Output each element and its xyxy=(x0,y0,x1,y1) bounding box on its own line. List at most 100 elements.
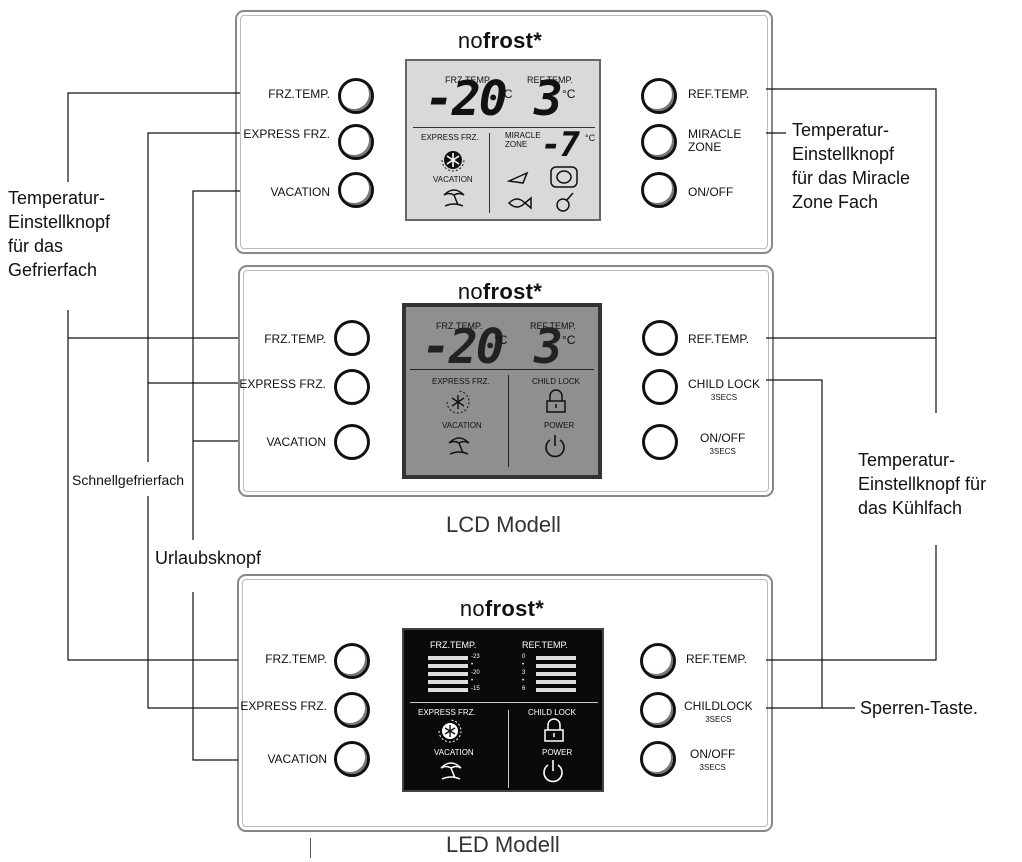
stray-line xyxy=(310,838,311,858)
ref-led-bar-0 xyxy=(536,656,576,660)
frz-led-scale-2: -20 xyxy=(471,670,480,676)
display-divider-lcd xyxy=(410,369,594,370)
power-icon xyxy=(545,435,565,458)
vegetable-icon xyxy=(506,171,529,184)
ref-temp-unit: °C xyxy=(562,87,576,101)
vacation-button-top[interactable] xyxy=(338,172,374,208)
express-frz-label-lcd: EXPRESS FRZ. xyxy=(239,377,326,391)
umbrella-icon xyxy=(440,762,462,780)
ref-temp-label-top: REF.TEMP. xyxy=(688,87,750,101)
express-frz-button-lcd[interactable] xyxy=(334,369,370,405)
meat-icon-selected xyxy=(550,166,578,188)
vacation-button-led[interactable] xyxy=(334,741,370,777)
frz-temp-button-lcd[interactable] xyxy=(334,320,370,356)
express-frz-button-top[interactable] xyxy=(338,124,374,160)
frz-temp-button-top[interactable] xyxy=(338,78,374,114)
umbrella-icon xyxy=(448,437,470,455)
frz-led-bar-4 xyxy=(428,688,468,692)
annotation-lock: Sperren-Taste. xyxy=(860,698,979,718)
express-frz-display-label-lcd: EXPRESS FRZ. xyxy=(432,377,490,386)
ref-temp-value: 3 xyxy=(534,71,563,127)
snowflake-icon xyxy=(446,390,470,414)
frz-temp-display-label-lcd: FRZ.TEMP. xyxy=(436,321,483,331)
frz-temp-button-led[interactable] xyxy=(334,643,370,679)
frz-temp-unit: °C xyxy=(499,87,513,101)
miracle-zone-button-top[interactable] xyxy=(641,124,677,160)
miracle-zone-value: -7 xyxy=(541,125,580,165)
thaw-icon xyxy=(556,192,574,212)
snowflake-icon xyxy=(441,151,465,172)
display-top: FRZ.TEMP. -20 °C REF.TEMP. 3 °C EXPRESS … xyxy=(405,59,601,221)
frz-led-bar-0 xyxy=(428,656,468,660)
leader-express-top xyxy=(147,132,240,462)
leader-ref-led xyxy=(766,545,937,661)
express-frz-display-label-led: EXPRESS FRZ. xyxy=(418,708,476,717)
display-vdivider-top xyxy=(489,133,490,213)
vacation-label-top: VACATION xyxy=(270,185,330,199)
frz-temp-label-lcd: FRZ.TEMP. xyxy=(264,332,326,346)
brand-logo-led: nofrost* xyxy=(459,596,545,621)
childlock-button-led[interactable] xyxy=(640,692,676,728)
miracle-zone-label-top: MIRACLE ZONE xyxy=(688,127,742,154)
leader-vacation-led xyxy=(192,592,238,761)
ref-led-scale-2: 3 xyxy=(522,670,526,676)
annotation-express: Schnellgefrierfach xyxy=(72,472,185,488)
lock-icon xyxy=(544,718,564,742)
childlock-button-lcd[interactable] xyxy=(642,369,678,405)
display-divider-led xyxy=(410,702,598,703)
ref-temp-button-lcd[interactable] xyxy=(642,320,678,356)
vacation-button-lcd[interactable] xyxy=(334,424,370,460)
onoff-button-top[interactable] xyxy=(641,172,677,208)
express-frz-button-led[interactable] xyxy=(334,692,370,728)
brand-logo-top: nofrost* xyxy=(457,28,543,53)
childlock-display-label-led: CHILD LOCK xyxy=(528,708,577,717)
onoff-button-led[interactable] xyxy=(640,741,676,777)
frz-temp-label-led: FRZ.TEMP. xyxy=(265,652,327,666)
display-divider-top xyxy=(413,127,595,128)
frz-temp-display-label: FRZ.TEMP. xyxy=(445,75,492,85)
frz-temp-unit-lcd: °C xyxy=(494,333,508,347)
ref-temp-display-label: REF.TEMP. xyxy=(527,75,573,85)
frz-temp-label-top: FRZ.TEMP. xyxy=(268,87,330,101)
ref-temp-unit-lcd: °C xyxy=(562,333,576,347)
vacation-label-led: VACATION xyxy=(267,752,327,766)
ref-led-scale-3: • xyxy=(522,678,525,684)
vacation-label-lcd: VACATION xyxy=(266,435,326,449)
vacation-display-label-led: VACATION xyxy=(434,748,474,757)
express-frz-display-label: EXPRESS FRZ. xyxy=(421,133,479,142)
ref-temp-display-label-led: REF.TEMP. xyxy=(522,640,568,650)
frz-led-bar-2 xyxy=(428,672,468,676)
lcd-model-caption: LCD Modell xyxy=(446,512,561,537)
onoff-button-lcd[interactable] xyxy=(642,424,678,460)
frz-led-bars: -23•-20•-15 xyxy=(428,654,488,698)
annotation-vacation: Urlaubsknopf xyxy=(155,548,262,568)
frz-led-bar-3 xyxy=(428,680,468,684)
ref-temp-button-led[interactable] xyxy=(640,643,676,679)
vacation-display-label: VACATION xyxy=(433,175,473,184)
umbrella-icon xyxy=(443,189,465,207)
ref-temp-value-lcd: 3 xyxy=(534,319,563,375)
childlock-display-label-lcd: CHILD LOCK xyxy=(532,377,581,386)
miracle-zone-unit: °C xyxy=(585,133,596,143)
frz-led-scale-3: • xyxy=(471,678,474,684)
display-vdivider-led xyxy=(508,710,509,788)
ref-temp-button-top[interactable] xyxy=(641,78,677,114)
annotation-fridge-knob: Temperatur- Einstellknopf für das Kühlfa… xyxy=(858,450,987,518)
display-led: FRZ.TEMP. REF.TEMP. -23•-20•-15 0•3•6 EX… xyxy=(402,628,604,792)
ref-led-bar-3 xyxy=(536,680,576,684)
leader-frz-top xyxy=(67,92,240,182)
display-lcd: FRZ.TEMP. -20 °C REF.TEMP. 3 °C EXPRESS … xyxy=(402,303,602,479)
leader-express-led xyxy=(147,496,238,709)
leader-vacation-top xyxy=(192,190,240,540)
food-mode-icons xyxy=(506,166,578,212)
ref-led-bar-1 xyxy=(536,664,576,668)
lock-icon xyxy=(546,389,566,413)
ref-led-bar-4 xyxy=(536,688,576,692)
ref-led-scale-1: • xyxy=(522,662,525,668)
power-icon xyxy=(543,760,563,783)
